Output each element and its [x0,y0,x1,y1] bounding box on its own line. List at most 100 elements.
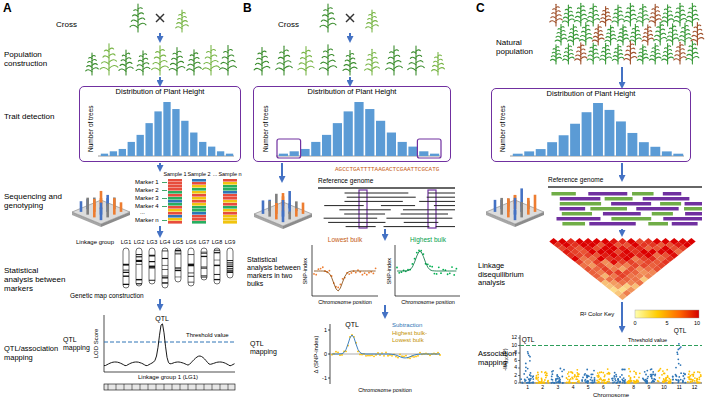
plant-leaf [652,9,655,10]
genotype-stripe [223,218,237,221]
plant-leaf [324,51,328,52]
snp-point [630,377,632,379]
plant-leaf [625,54,630,56]
snp-point [530,372,532,374]
plant-leaf [188,64,194,66]
snp-point [584,374,586,376]
plant-leaf [367,23,372,25]
plant-leaf [372,62,378,64]
genome-segment [685,212,702,216]
snp-point [566,377,568,379]
snp-point [684,378,686,380]
plant-leaf [555,40,561,42]
genotype-stripe [168,212,182,215]
flow-arrow [621,229,623,235]
plant-leaf [675,16,680,18]
histogram-bar [110,151,117,156]
chromosome-band [214,265,220,266]
snp-point [614,376,616,378]
snp-point [587,381,589,383]
plant-leaf [692,57,698,59]
plant-leaf [660,25,663,26]
plant-leaf [680,53,685,55]
plant-leaf [284,55,290,57]
genotype-stripe [192,200,206,203]
genotype-stripe [192,197,206,200]
plant-leaf [623,31,627,32]
axis-tick [518,353,520,354]
plant-icon [220,45,237,75]
tick-label: 7 [617,385,620,391]
snp-point [556,377,558,379]
delta-dot [369,355,371,357]
plant-leaf [138,18,145,20]
plant-leaf [386,68,394,71]
plant-leaf [581,31,585,32]
plant-leaf [643,36,648,38]
plant-leaf [254,68,262,70]
plant-leaf [581,6,584,7]
histogram-bar [290,151,299,156]
chromosome-band [136,279,142,280]
plant-leaf [618,57,624,59]
snp-point [532,382,534,384]
plant-leaf [606,16,611,17]
plant-leaf [211,55,217,57]
marker-name: Marker n [135,217,159,224]
snp-point [552,381,554,383]
snp-point [608,379,610,381]
plant-leaf [139,56,143,57]
snp-point [624,382,626,384]
histogram-bar [311,142,320,156]
snp-point [622,382,624,384]
snp-point [538,382,540,384]
genotype-stripe [168,215,182,218]
plant-leaf [556,11,560,12]
plant-leaf [581,49,585,50]
plant-leaf [662,21,668,23]
sequence-read [428,193,455,194]
cross-stroke [156,14,164,22]
plant-leaf [565,9,568,11]
snp-point [572,382,574,384]
genome-segment [648,222,668,226]
plant-leaf [623,38,629,40]
linkage-group: LG8 [212,239,222,245]
genotype-stripe [192,188,206,191]
marker-tick [180,384,181,390]
plant-leaf [432,70,438,72]
histogram-bar [662,151,672,156]
plant-leaf [409,63,416,65]
plant-leaf [682,28,685,29]
snp-point [633,380,635,382]
plant-leaf [662,59,668,61]
snp-point [627,381,629,383]
snp-point [540,381,542,383]
snp-point [680,364,682,366]
snp-point [574,382,576,384]
genome-segment [632,192,654,196]
snp-point [646,380,648,382]
plant-leaf [561,30,565,31]
plant-leaf [613,56,618,58]
plant-leaf [581,19,587,21]
plant-leaf [350,63,356,65]
plant-leaf [606,12,610,13]
step-label: Cross [56,20,77,29]
plant-leaf [635,34,640,36]
snp-point [639,372,641,374]
plant-leaf [138,13,143,15]
plant-leaf [655,11,659,12]
snp-point [682,379,684,381]
plant-leaf [640,48,643,50]
tick-label: 9 [648,385,651,391]
flow-arrow [621,302,623,331]
plant-leaf [630,44,633,45]
plant-icon [555,25,567,45]
snp-dot [401,271,403,273]
snp-dot [364,272,366,274]
snp-point [524,380,526,382]
plant-leaf [680,19,686,21]
histogram-bar [119,149,126,156]
plant-leaf [630,14,635,16]
